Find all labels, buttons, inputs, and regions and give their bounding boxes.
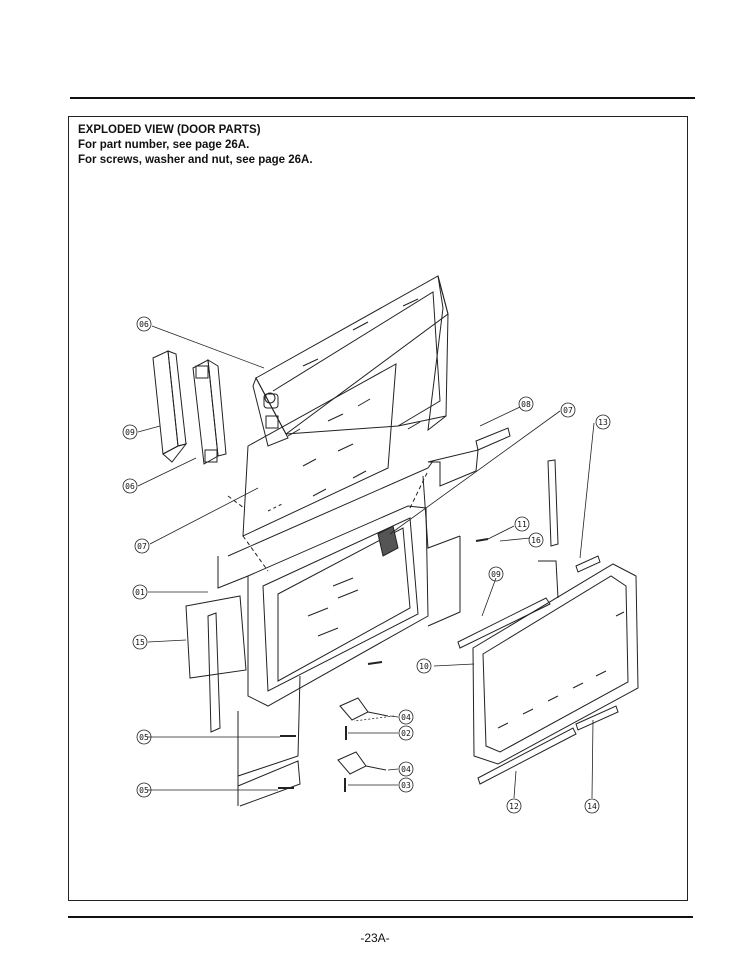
callout-03: 03 [401, 781, 411, 790]
callout-circles [122, 316, 611, 814]
page-number: -23A- [360, 931, 390, 945]
callout-07-right: 07 [563, 406, 573, 415]
short-trim-strip-lower [575, 705, 619, 731]
diagram-title: EXPLODED VIEW (DOOR PARTS) [78, 124, 261, 136]
long-trim-strip-lower [477, 727, 577, 785]
glass-panel [242, 363, 397, 537]
callout-05-upper: 05 [139, 733, 149, 742]
rear-door-frame [252, 275, 449, 447]
door-handle-right [192, 359, 227, 465]
exploded-view-diagram: 06 09 06 07 01 15 05 05 04 02 04 03 08 0… [122, 275, 639, 814]
callout-05-lower: 05 [139, 786, 149, 795]
callout-06-left: 06 [125, 482, 135, 491]
latch-upper [339, 697, 389, 721]
assembly-lines [227, 470, 429, 572]
latch-lower [337, 751, 387, 775]
callout-07-left: 07 [137, 542, 147, 551]
choke-frame [472, 563, 639, 765]
diagram-panel [68, 116, 688, 901]
screws [278, 538, 489, 789]
callout-04-lower: 04 [401, 765, 411, 774]
callout-01: 01 [135, 588, 145, 597]
small-strip-right [575, 555, 601, 573]
callout-09-left: 09 [125, 428, 135, 437]
latch-pins [344, 726, 347, 792]
hinge-bracket [427, 427, 511, 487]
callout-15: 15 [135, 638, 145, 647]
bottom-rule [68, 916, 693, 918]
callout-12: 12 [509, 802, 519, 811]
leader-lines [137, 325, 595, 799]
door-handle-left [152, 350, 188, 463]
part-number-note: For part number, see page 26A. [78, 139, 250, 151]
callout-04-upper: 04 [401, 713, 411, 722]
callout-14: 14 [587, 802, 597, 811]
callout-06-top: 06 [139, 320, 149, 329]
vertical-rod [547, 459, 559, 547]
top-rule [70, 97, 695, 99]
callout-02: 02 [401, 729, 411, 738]
callout-09-right: 09 [491, 570, 501, 579]
callout-10: 10 [419, 662, 429, 671]
callout-08: 08 [521, 400, 531, 409]
header-block: EXPLODED VIEW (DOOR PARTS) For part numb… [78, 123, 313, 168]
callout-11: 11 [517, 520, 527, 529]
callout-13: 13 [598, 418, 608, 427]
outline-lines [217, 460, 461, 807]
left-trim-strip [185, 595, 247, 733]
screws-note: For screws, washer and nut, see page 26A… [78, 154, 313, 166]
callout-16: 16 [531, 536, 541, 545]
long-trim-strip-upper [457, 560, 559, 649]
front-door-frame [247, 505, 429, 707]
